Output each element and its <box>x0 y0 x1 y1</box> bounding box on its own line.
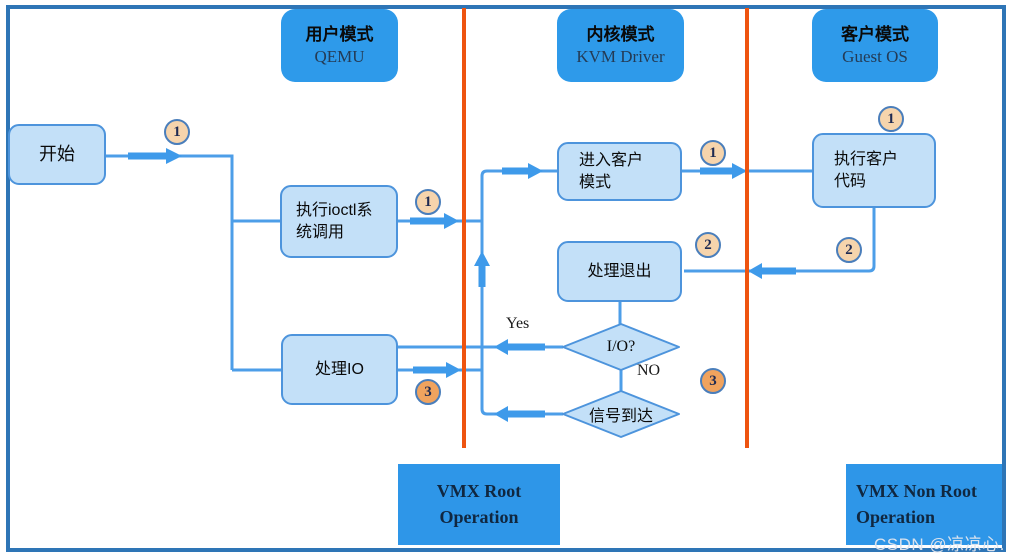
step-badge-1-enter-guest: 1 <box>700 140 726 166</box>
header-user-mode-title: 用户模式 <box>305 25 374 45</box>
step-badge-1-start: 1 <box>164 119 190 145</box>
io-decision-label: I/O? <box>606 338 636 355</box>
vmx-non-root-line2: Operation <box>856 506 935 527</box>
badge-digit: 1 <box>709 144 717 161</box>
badge-digit: 3 <box>424 383 432 400</box>
vmx-root-operation-box: VMX Root Operation <box>398 464 560 545</box>
diagram-border <box>6 5 1006 552</box>
step-badge-2-handle-exit: 2 <box>695 232 721 258</box>
io-decision-diamond <box>562 323 680 371</box>
yes-label: Yes <box>506 315 530 332</box>
badge-digit: 2 <box>704 236 712 253</box>
header-guest-mode-subtitle: Guest OS <box>842 46 908 66</box>
step-badge-3-no-branch: 3 <box>700 368 726 394</box>
node-enter-guest-line1: 进入客户 <box>579 151 644 169</box>
badge-digit: 1 <box>173 123 181 140</box>
node-enter-guest-mode: 进入客户 模式 <box>557 142 682 201</box>
node-handle-exit: 处理退出 <box>557 241 682 302</box>
node-ioctl-call: 执行ioctl系 统调用 <box>280 185 398 258</box>
step-badge-3-handle-io: 3 <box>415 379 441 405</box>
mode-separator-left <box>462 8 466 448</box>
signal-arrival-label: 信号到达 <box>588 408 654 425</box>
header-kernel-mode-title: 内核模式 <box>586 25 655 45</box>
header-kernel-mode: 内核模式 KVM Driver <box>557 9 684 82</box>
badge-digit: 1 <box>887 110 895 127</box>
node-start-label: 开始 <box>39 144 75 165</box>
step-badge-1-exec-guest: 1 <box>878 106 904 132</box>
vmx-non-root-line1: VMX Non Root <box>856 481 977 502</box>
badge-digit: 2 <box>845 241 853 258</box>
node-exec-guest-line2: 代码 <box>834 172 867 190</box>
no-label: NO <box>637 362 661 379</box>
step-badge-2-guest-exit: 2 <box>836 237 862 263</box>
node-ioctl-line1: 执行ioctl系 <box>296 201 373 219</box>
header-user-mode: 用户模式 QEMU <box>281 9 398 82</box>
header-kernel-mode-subtitle: KVM Driver <box>576 46 665 66</box>
mode-separator-right <box>745 8 749 448</box>
node-exec-guest-code: 执行客户 代码 <box>812 133 936 208</box>
vmx-non-root-operation-box: VMX Non Root Operation <box>846 464 1002 545</box>
header-guest-mode-title: 客户模式 <box>841 25 909 45</box>
badge-digit: 1 <box>424 193 432 210</box>
badge-digit: 3 <box>709 372 717 389</box>
node-start: 开始 <box>8 124 106 185</box>
node-exec-guest-line1: 执行客户 <box>834 150 899 168</box>
step-badge-1-ioctl: 1 <box>415 189 441 215</box>
vmx-root-line1: VMX Root <box>436 481 522 502</box>
node-handle-io: 处理IO <box>281 334 398 405</box>
csdn-watermark: CSDN @凉凉心. <box>874 535 1005 554</box>
node-handle-exit-label: 处理退出 <box>587 262 652 280</box>
node-enter-guest-line2: 模式 <box>579 173 612 191</box>
header-user-mode-subtitle: QEMU <box>314 46 365 66</box>
node-ioctl-line2: 统调用 <box>296 223 345 241</box>
vmx-root-line2: Operation <box>439 506 519 527</box>
header-guest-mode: 客户模式 Guest OS <box>812 9 938 82</box>
node-handle-io-label: 处理IO <box>315 360 364 378</box>
signal-arrival-diamond <box>562 390 680 438</box>
